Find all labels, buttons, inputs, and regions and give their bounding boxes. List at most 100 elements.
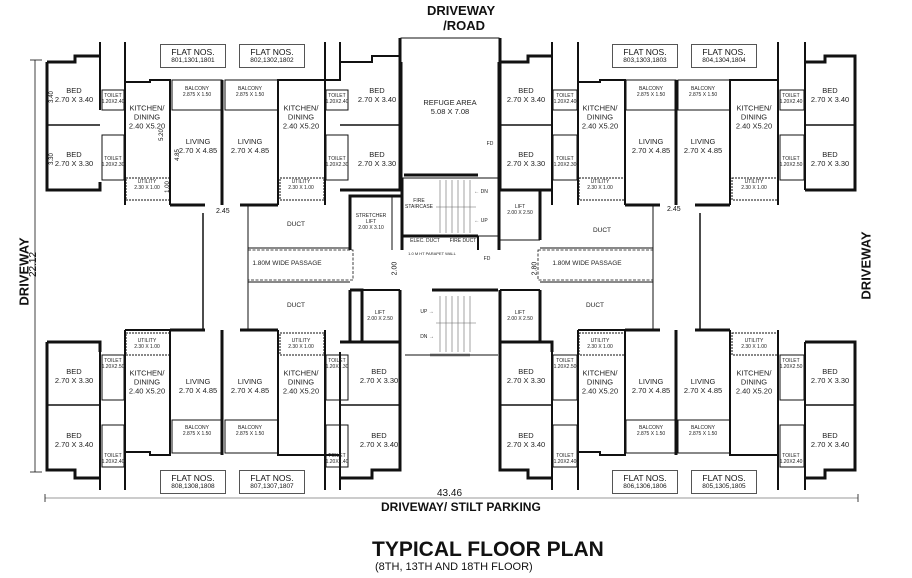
passage-width-left: 2.00 bbox=[391, 261, 399, 276]
room-dim: 2.70 X 3.40 bbox=[54, 440, 94, 449]
room-dim: 2.875 X 1.50 bbox=[688, 92, 718, 98]
room-name: LIVING bbox=[690, 377, 716, 386]
room-name: DINING bbox=[740, 377, 768, 387]
room-dim: 2.40 X5.20 bbox=[735, 386, 773, 396]
room-name: TOILET bbox=[104, 358, 122, 364]
room-name: TOILET bbox=[104, 156, 122, 162]
flat-label-numbers: 807,1307,1807 bbox=[250, 483, 294, 490]
room-name: BED bbox=[518, 86, 534, 95]
room-name: LIVING bbox=[237, 137, 263, 146]
room-name: UTILITY bbox=[291, 179, 311, 185]
room-name: UTILITY bbox=[137, 179, 157, 185]
room-name: BED bbox=[822, 150, 838, 159]
room-name: TOILET bbox=[104, 93, 122, 99]
flat-label-numbers: 806,1306,1806 bbox=[623, 483, 667, 490]
corridor-width: 2.45 bbox=[667, 206, 681, 213]
room-name: BED bbox=[822, 431, 838, 440]
room-name: TOILET bbox=[782, 358, 800, 364]
room-dim: 2.70 X 3.40 bbox=[357, 95, 397, 104]
room-name: LIFT bbox=[514, 310, 526, 316]
room-dim: 2.40 X5.20 bbox=[735, 121, 773, 131]
room-name: UTILITY bbox=[744, 179, 764, 185]
room-name: BALCONY bbox=[639, 425, 663, 431]
room-name: STAIRCASE bbox=[405, 204, 433, 210]
room-dim: 2.00 X 2.50 bbox=[507, 316, 533, 322]
room-dim: 2.875 X 1.50 bbox=[636, 431, 666, 437]
room-dim: 2.40 X5.20 bbox=[128, 121, 166, 131]
passage: 1.80M WIDE PASSAGE bbox=[252, 260, 322, 267]
room-name: TOILET bbox=[556, 453, 574, 459]
room-name: TOILET bbox=[556, 156, 574, 162]
room-name: BED bbox=[66, 431, 82, 440]
room-dim: 2.00 X 2.50 bbox=[507, 210, 533, 216]
flat-label-numbers: 804,1304,1804 bbox=[702, 57, 746, 64]
right-road-label: DRIVEWAY bbox=[858, 231, 874, 300]
room-dim: 1.20X2.50 bbox=[553, 364, 577, 370]
room-name: UTILITY bbox=[590, 338, 610, 344]
room-name: BED bbox=[822, 367, 838, 376]
room-dim: 2.875 X 1.50 bbox=[235, 92, 265, 98]
dn-text: DN bbox=[480, 189, 488, 195]
up-text: UP bbox=[480, 218, 488, 224]
room-name: BED bbox=[518, 431, 534, 440]
room-dim: 1.20X2.40 bbox=[101, 459, 125, 465]
room-name: BED bbox=[369, 150, 385, 159]
flat-label-804: FLAT NOS. 804,1304,1804 bbox=[691, 44, 757, 68]
room-dim: 2.40 X5.20 bbox=[282, 386, 320, 396]
room-name: BALCONY bbox=[691, 425, 715, 431]
stair-up-label: ← UP bbox=[474, 218, 487, 224]
corridor-width: 2.45 bbox=[216, 208, 230, 215]
flat-label-title: FLAT NOS. bbox=[250, 473, 294, 483]
room-name: BALCONY bbox=[238, 86, 262, 92]
parapet-wall: 1.0 M HT PARAPET WALL bbox=[408, 251, 456, 256]
room-dim: 5.08 X 7.08 bbox=[430, 107, 470, 116]
room-dim: 1.20X2.40 bbox=[553, 459, 577, 465]
room-dim: 1.20X2.30 bbox=[325, 364, 349, 370]
room-name: KITCHEN/ bbox=[283, 368, 319, 378]
room-name: KITCHEN/ bbox=[129, 368, 165, 378]
room-name: TOILET bbox=[556, 93, 574, 99]
room-name: LIVING bbox=[237, 377, 263, 386]
room-dim: 2.70 X 4.85 bbox=[178, 386, 218, 395]
room-name: LIVING bbox=[638, 377, 664, 386]
room-name: KITCHEN/ bbox=[736, 103, 772, 113]
room-dim: 2.70 X 3.30 bbox=[54, 376, 94, 385]
room-dim: 2.70 X 3.40 bbox=[810, 95, 850, 104]
room-dim: 2.70 X 4.85 bbox=[178, 146, 218, 155]
room-dim: 2.70 X 4.85 bbox=[230, 386, 270, 395]
room-dim: 2.70 X 3.40 bbox=[506, 440, 546, 449]
stair-dn-label: ← DN bbox=[474, 189, 488, 195]
page-title: TYPICAL FLOOR PLAN bbox=[372, 538, 604, 561]
bottom-road-label: DRIVEWAY/ STILT PARKING bbox=[381, 500, 541, 514]
flat-label-805: FLAT NOS. 805,1305,1805 bbox=[691, 470, 757, 494]
room-dim: 2.70 X 3.30 bbox=[357, 159, 397, 168]
room-name: KITCHEN/ bbox=[582, 103, 618, 113]
